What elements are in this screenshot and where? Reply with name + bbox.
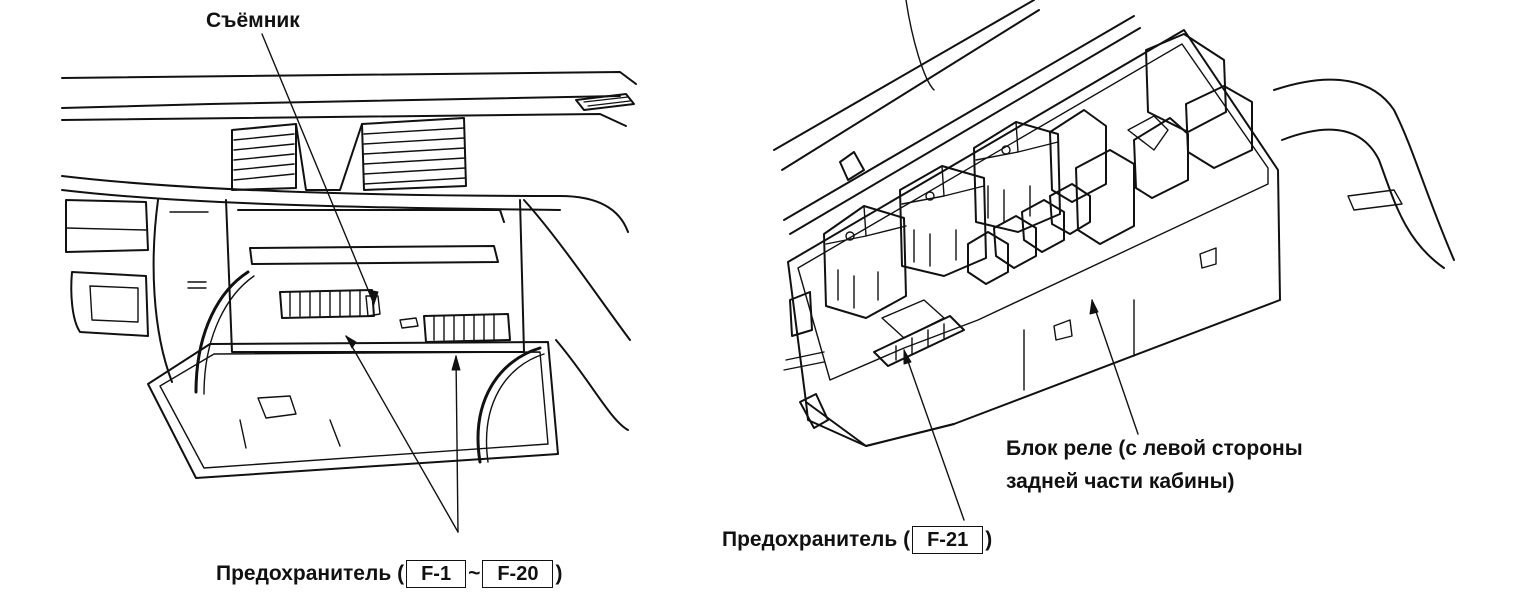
fuse-right-label: Предохранитель (F-21)	[722, 526, 992, 554]
fuse-f21-leader	[903, 349, 965, 521]
relay-block-line1: Блок реле (с левой стороны	[1006, 437, 1303, 460]
fuse-leader-2	[455, 355, 459, 533]
fuse-left-prefix: Предохранитель (	[216, 562, 405, 585]
fuse-code-f1: F-1	[406, 560, 467, 588]
puller-leader	[261, 33, 375, 305]
relay-block-line2: задней части кабины)	[1006, 470, 1235, 493]
puller-text: Съёмник	[206, 9, 300, 32]
fuse-left-suffix: )	[555, 562, 563, 585]
fuse-left-tilde: ~	[468, 562, 481, 585]
relay-1	[823, 205, 907, 319]
relay-3	[973, 121, 1061, 233]
relay-block-illustration	[773, 0, 1455, 521]
puller-label: Съёмник	[206, 8, 300, 34]
dashboard-illustration	[61, 33, 637, 533]
fuse-right-prefix: Предохранитель (	[722, 528, 911, 551]
fuse-strip-left	[279, 289, 381, 319]
fuse-right-suffix: )	[985, 528, 993, 551]
relay-2	[899, 165, 987, 277]
air-vent-right	[361, 117, 467, 191]
fuse-left-label: Предохранитель (F-1~F-20)	[216, 560, 562, 588]
fuse-code-f20: F-20	[482, 560, 554, 588]
relay-block-leader	[1091, 299, 1139, 435]
relay-block-label: Блок реле (с левой стороны задней части …	[1006, 432, 1303, 498]
fuse-code-f21: F-21	[912, 526, 984, 554]
fuse-strip-right	[423, 313, 511, 343]
fuse-leader-1	[345, 335, 459, 533]
air-vent-left	[231, 123, 297, 191]
